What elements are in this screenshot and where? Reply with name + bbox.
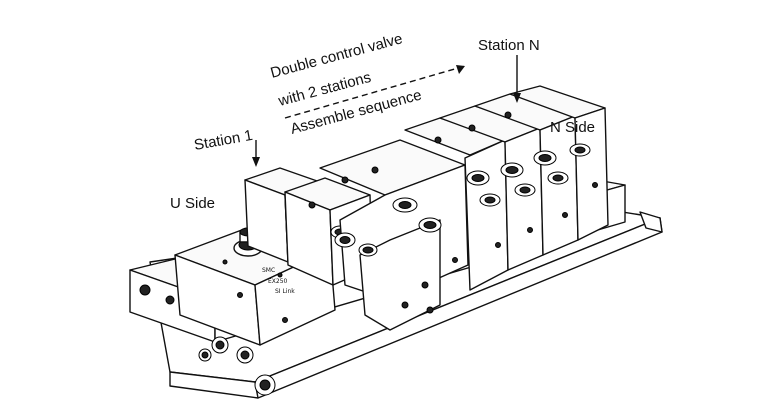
valve-station-4 (439, 105, 544, 271)
label-station-n: Station N (478, 37, 540, 54)
si-series-mark: EX250 (268, 278, 288, 285)
label-station-1: Station 1 (193, 127, 254, 154)
label-n-side: N Side (550, 119, 595, 136)
si-brand-mark: SMC (262, 267, 275, 274)
assemble-sequence-arrow (284, 65, 466, 119)
assemble-arrowhead (456, 65, 465, 74)
valve-station-double (319, 139, 469, 331)
valve-station-5 (474, 93, 579, 256)
station-1-arrowhead (252, 157, 260, 167)
label-double-control-valve: Double control valve (269, 30, 405, 82)
label-u-side: U Side (170, 195, 215, 212)
valve-station-3 (404, 117, 509, 291)
end-plate-n (509, 85, 609, 241)
si-link-mark: SI Link (275, 288, 295, 295)
station-n-arrowhead (513, 93, 521, 103)
